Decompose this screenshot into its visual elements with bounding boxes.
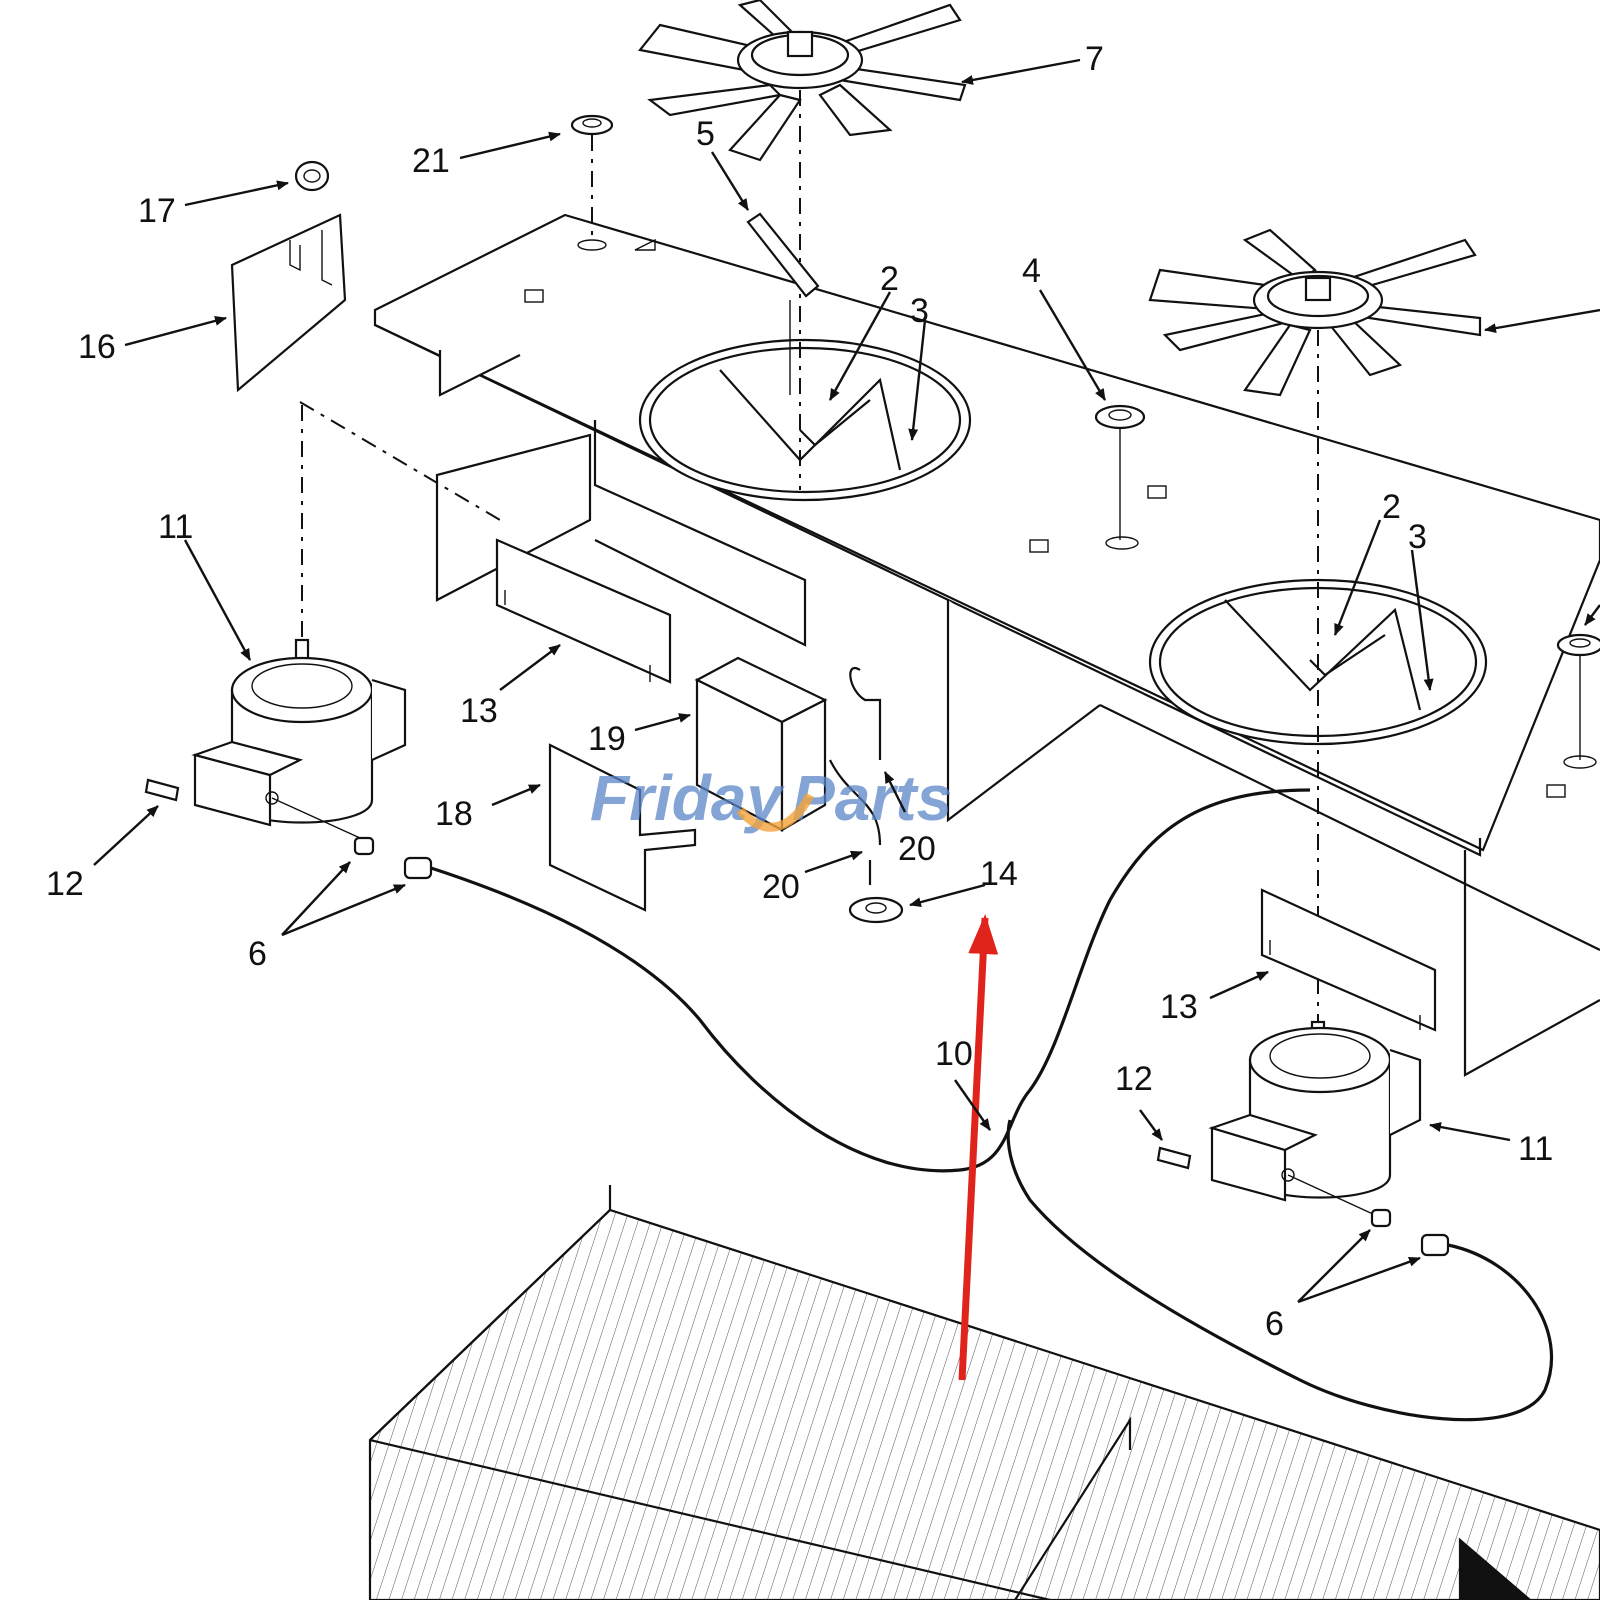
mounting-plate-13-left: [495, 538, 672, 684]
tube-20: [829, 666, 882, 885]
callout-17: 17: [138, 192, 176, 230]
gasket-strip-5: [746, 212, 820, 395]
callout-18: 18: [435, 795, 473, 833]
callout-12-right: 12: [1115, 1060, 1153, 1098]
motor-11-right: [1208, 1020, 1422, 1216]
callout-20-upper: 20: [898, 830, 936, 868]
fan-blade-assembly-right: [1148, 228, 1482, 1040]
callout-13-right: 13: [1160, 988, 1198, 1026]
callout-19: 19: [588, 720, 626, 758]
callout-2-right: 2: [1382, 488, 1401, 526]
callout-10: 10: [935, 1035, 973, 1073]
callout-labels: 7 21 5 17 16 2 3 4 2 3 11 13 19 18 12 6 …: [46, 40, 1553, 1343]
fan-blade-assembly-left: [638, 0, 967, 490]
callout-11-right: 11: [1518, 1130, 1553, 1168]
callout-2-left: 2: [880, 260, 899, 298]
grommet-right-edge: [1556, 633, 1600, 760]
callout-3-right: 3: [1408, 518, 1427, 556]
grommet-4: [1094, 404, 1146, 540]
callout-20-lower: 20: [762, 868, 800, 906]
callout-4: 4: [1022, 252, 1041, 290]
watermark-swoosh: [736, 792, 815, 832]
highlight-arrow: [958, 914, 999, 1381]
grommet-21: [570, 114, 614, 240]
motor-11-left: [191, 405, 407, 839]
watermark-text-parts: Parts: [792, 762, 952, 834]
clips-12: [144, 778, 1192, 1170]
callout-16: 16: [78, 328, 116, 366]
callout-5: 5: [696, 115, 715, 153]
leader-lines: [93, 58, 1600, 1304]
connectors-6: [353, 836, 1450, 1257]
callout-3-left: 3: [910, 292, 929, 330]
grommet-17: [294, 160, 330, 192]
condenser-coil: [368, 1185, 1600, 1600]
callout-13-left: 13: [460, 692, 498, 730]
callout-6-left: 6: [248, 935, 267, 973]
callout-7: 7: [1085, 40, 1104, 78]
callout-11-left: 11: [158, 508, 193, 546]
cover-plate-16: [230, 213, 501, 521]
callout-21: 21: [412, 142, 450, 180]
callout-6-right: 6: [1265, 1305, 1284, 1343]
bracket-18: [548, 743, 697, 912]
callout-14: 14: [980, 855, 1018, 893]
mounting-plate-13-right: [1260, 888, 1437, 1032]
sensor-14: [848, 896, 904, 924]
harness-10: [430, 788, 1554, 1422]
callout-12-left: 12: [46, 865, 84, 903]
control-box-19: [694, 656, 828, 832]
